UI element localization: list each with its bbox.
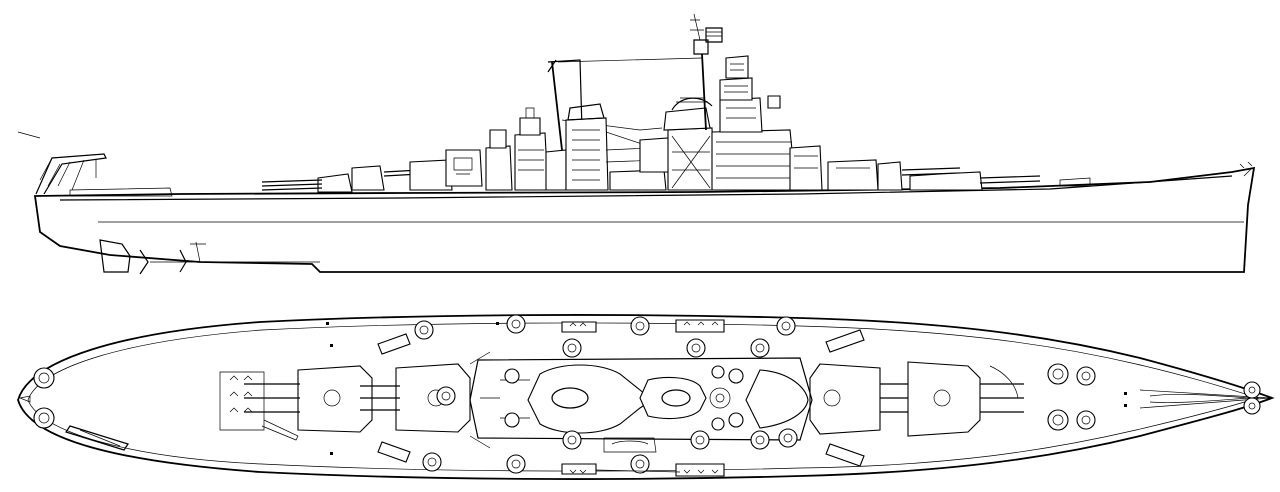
main-turret-1-side [909,171,1041,191]
propeller [139,249,149,275]
rudder [99,239,131,273]
jackstaff [1239,161,1253,169]
top-plan-view [17,314,1275,480]
deck-edge-inner [27,322,1260,472]
aircraft-crane [35,153,107,195]
skeg [190,241,206,263]
deck-fittings [326,322,1127,473]
main-turret-fwd-plan [907,361,1024,437]
bow-aa-mounts [1047,363,1261,431]
aft-superstructure [351,107,567,191]
propeller [179,249,187,273]
main-turret-1-plan [809,363,916,435]
secondary-mounts [414,314,798,474]
main-turret-3-plan [244,365,373,433]
bow-deck [1139,389,1271,409]
midship-structures [609,97,715,191]
side-profile-view [17,13,1256,275]
crane-plan [65,425,129,451]
hull-outline [33,166,1256,273]
superstructure-plan [469,357,813,453]
aft-deck-markings [219,371,299,441]
main-turret-3-side [261,173,353,193]
bow-fitting [1059,177,1091,187]
deck-outline [17,314,1275,480]
anchor-chain [1149,393,1251,403]
deck-line [59,175,1233,201]
main-turret-2-plan [360,363,471,433]
stern-gear [99,239,320,275]
stern-aa-mounts [18,367,55,429]
main-turret-2-side [827,159,961,191]
bow-stem [1243,167,1253,177]
catapult [69,187,173,197]
quad-aa-mounts [377,319,865,477]
forward-superstructure [690,13,823,191]
stray-mark [17,131,41,139]
